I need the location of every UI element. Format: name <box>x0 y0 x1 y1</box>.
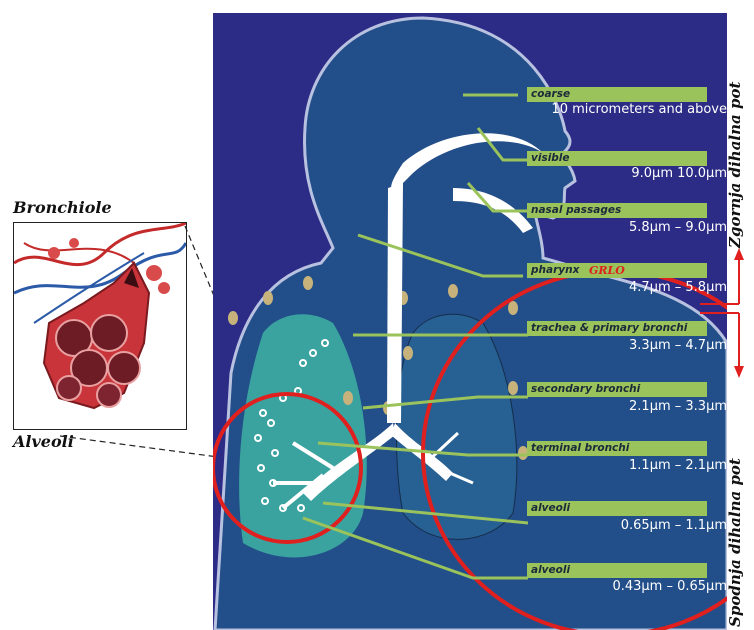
callout-tag-coarse: coarse <box>527 87 707 102</box>
callout-tag-terminal-bronchi: terminal bronchi <box>527 441 707 456</box>
callout-range-coarse: 10 micrometers and above <box>551 102 727 117</box>
airway-divider-arrows <box>690 240 754 390</box>
respiratory-diagram: coarse 10 micrometers and above visible … <box>213 13 727 630</box>
callout-tag-secondary-bronchi: secondary bronchi <box>527 382 707 397</box>
lower-airway-label: Spodnja dihalna pot <box>726 405 744 627</box>
callout-range-visible: 9.0µm 10.0µm <box>631 166 727 181</box>
callout-tag-trachea: trachea & primary bronchi <box>527 321 707 336</box>
callout-range-secondary-bronchi: 2.1µm – 3.3µm <box>629 399 727 414</box>
callout-range-nasal-passages: 5.8µm – 9.0µm <box>629 220 727 235</box>
callout-range-terminal-bronchi: 1.1µm – 2.1µm <box>629 458 727 473</box>
callout-tag-alveoli-1: alveoli <box>527 501 707 516</box>
upper-airway-label: Zgornja dihalna pot <box>726 8 744 248</box>
callout-tag-visible: visible <box>527 151 707 166</box>
callout-range-alveoli-1: 0.65µm – 1.1µm <box>621 518 727 533</box>
callout-range-alveoli-2: 0.43µm – 0.65µm <box>612 579 727 594</box>
callout-tag-alveoli-2: alveoli <box>527 563 707 578</box>
callout-tag-nasal-passages: nasal passages <box>527 203 707 218</box>
callout-note-grlo: GRLO <box>589 264 625 277</box>
